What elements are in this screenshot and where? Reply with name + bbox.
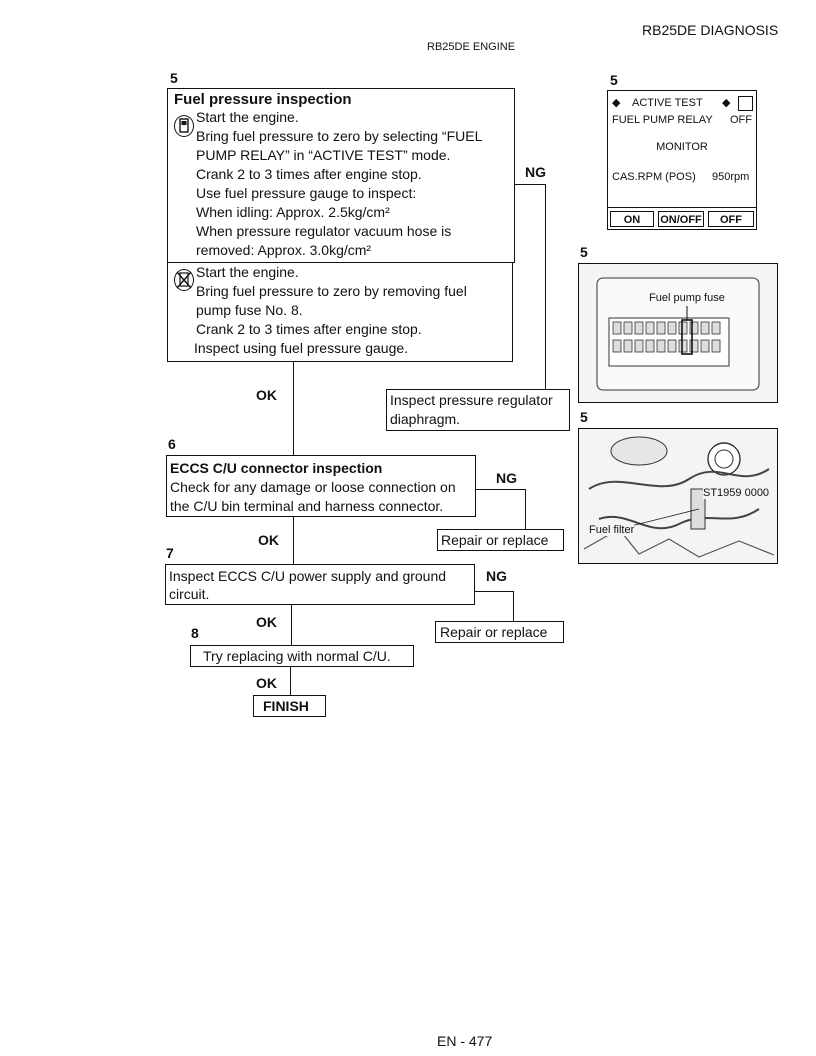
fuse-box-drawing bbox=[596, 277, 760, 391]
consult-line-2: Bring fuel pressure to zero by selecting… bbox=[196, 128, 483, 144]
step-7-line-2: circuit. bbox=[169, 586, 210, 602]
diamond-left-icon: ◆ bbox=[612, 97, 621, 109]
step-5-consult-box: Fuel pressure inspection Start the engin… bbox=[167, 88, 515, 263]
step-5-ng-label: NG bbox=[525, 164, 546, 180]
engine-code: ST1959 0000 bbox=[703, 487, 770, 499]
consult-tool-icon bbox=[174, 115, 194, 137]
step-5-no-tool-box: Start the engine. Bring fuel pressure to… bbox=[167, 262, 513, 362]
fuel-filter-label: Fuel filter bbox=[589, 524, 635, 536]
step-5-ng-drop bbox=[545, 184, 546, 389]
consult-sensor-value: 950rpm bbox=[712, 171, 750, 183]
step-7-ng-box: Repair or replace bbox=[435, 621, 564, 643]
no-tool-line-3: pump fuse No. 8. bbox=[196, 302, 303, 318]
step-6-number: 6 bbox=[168, 436, 176, 452]
no-consult-icon bbox=[174, 269, 194, 291]
consult-item: FUEL PUMP RELAY bbox=[612, 114, 713, 126]
step-6-repair: Repair or replace bbox=[441, 532, 549, 548]
step-7-ng-label: NG bbox=[486, 568, 507, 584]
step-8-ok-line bbox=[290, 667, 291, 695]
no-tool-line-2: Bring fuel pressure to zero by removing … bbox=[196, 283, 467, 299]
step-7-box: Inspect ECCS C/U power supply and ground… bbox=[165, 564, 475, 605]
consult-onoff-button: ON/OFF bbox=[658, 211, 704, 227]
step-7-repair: Repair or replace bbox=[440, 624, 548, 640]
ng-box-line-2: diaphragm. bbox=[390, 411, 461, 427]
no-tool-line-1: Start the engine. bbox=[196, 264, 299, 280]
step-6-ok-label: OK bbox=[258, 532, 279, 548]
consult-divider bbox=[608, 207, 756, 208]
step-6-ok-line bbox=[293, 517, 294, 564]
diamond-right-icon: ◆ bbox=[722, 97, 731, 109]
step-5-ok-line bbox=[293, 362, 294, 455]
step-5-ok-label: OK bbox=[256, 387, 277, 403]
figure-1-number: 5 bbox=[610, 72, 618, 88]
step-7-line-1: Inspect ECCS C/U power supply and ground bbox=[169, 568, 447, 584]
finish-box: FINISH bbox=[253, 695, 326, 717]
consult-line-1: Start the engine. bbox=[196, 109, 299, 125]
step-7-ng-drop bbox=[513, 591, 514, 621]
consult-line-7: When pressure regulator vacuum hose is bbox=[196, 223, 452, 239]
engine-title: RB25DE ENGINE bbox=[427, 41, 516, 53]
engine-bay-figure: ST1959 0000 Fuel filter bbox=[578, 428, 778, 564]
consult-sensor: CAS.RPM (POS) bbox=[612, 171, 696, 183]
consult-line-6: When idling: Approx. 2.5kg/cm² bbox=[196, 204, 390, 220]
consult-screen: ◆ ACTIVE TEST ◆ FUEL PUMP RELAY OFF MONI… bbox=[607, 90, 757, 230]
finish-text: FINISH bbox=[263, 698, 309, 714]
section-title: RB25DE DIAGNOSIS bbox=[642, 22, 779, 38]
step-6-box: ECCS C/U connector inspection Check for … bbox=[166, 455, 476, 517]
step-5-title: Fuel pressure inspection bbox=[174, 91, 352, 108]
step-8-text: Try replacing with normal C/U. bbox=[203, 648, 391, 664]
step-6-ng-label: NG bbox=[496, 470, 517, 486]
consult-on-button: ON bbox=[610, 211, 654, 227]
step-6-line-2: the C/U bin terminal and harness connect… bbox=[170, 498, 444, 514]
step-8-box: Try replacing with normal C/U. bbox=[190, 645, 414, 667]
step-7-ok-line bbox=[291, 605, 292, 645]
step-8-ok-label: OK bbox=[256, 675, 277, 691]
no-tool-line-4: Crank 2 to 3 times after engine stop. bbox=[196, 321, 422, 337]
step-5-number: 5 bbox=[170, 70, 178, 86]
step-6-title: ECCS C/U connector inspection bbox=[170, 460, 383, 476]
page-number: EN - 477 bbox=[437, 1033, 493, 1049]
fuse-box-figure: Fuel pump fuse bbox=[578, 263, 778, 403]
step-7-number: 7 bbox=[166, 545, 174, 561]
no-tool-line-5: Inspect using fuel pressure gauge. bbox=[194, 340, 409, 356]
consult-line-5: Use fuel pressure gauge to inspect: bbox=[196, 185, 417, 201]
step-6-ng-drop bbox=[525, 489, 526, 529]
step-7-ng-line bbox=[475, 591, 513, 592]
consult-monitor: MONITOR bbox=[656, 141, 708, 153]
consult-item-state: OFF bbox=[730, 114, 752, 126]
fuse-label: Fuel pump fuse bbox=[649, 292, 725, 304]
figure-2-number: 5 bbox=[580, 244, 588, 260]
step-6-ng-box: Repair or replace bbox=[437, 529, 564, 551]
consult-line-8: removed: Approx. 3.0kg/cm² bbox=[196, 242, 372, 258]
ng-box-line-1: Inspect pressure regulator bbox=[390, 392, 553, 408]
consult-line-4: Crank 2 to 3 times after engine stop. bbox=[196, 166, 422, 182]
consult-off-button: OFF bbox=[708, 211, 754, 227]
step-7-ok-label: OK bbox=[256, 614, 277, 630]
checkbox-icon bbox=[738, 96, 753, 111]
consult-mode: ACTIVE TEST bbox=[632, 97, 703, 109]
step-6-ng-line bbox=[476, 489, 525, 490]
step-6-line-1: Check for any damage or loose connection… bbox=[170, 479, 456, 495]
step-8-number: 8 bbox=[191, 625, 199, 641]
consult-line-3: PUMP RELAY” in “ACTIVE TEST” mode. bbox=[196, 147, 451, 163]
step-5-ng-line bbox=[515, 184, 545, 185]
figure-3-number: 5 bbox=[580, 409, 588, 425]
step-5-ng-box: Inspect pressure regulator diaphragm. bbox=[386, 389, 570, 431]
